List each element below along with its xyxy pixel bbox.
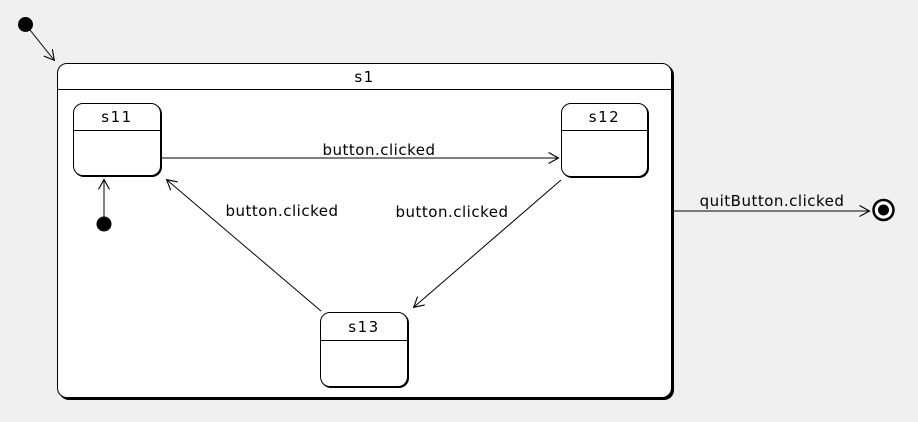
final-state-inner-dot [878,204,889,216]
state-s13-title: s13 [321,313,407,341]
transition-label-s11-s12[interactable]: button.clicked [322,141,436,159]
state-s11-title: s11 [74,104,160,131]
state-s11[interactable]: s11 [73,103,161,176]
transition-label-s12-s13[interactable]: button.clicked [395,203,509,221]
transition-s12-s13[interactable] [412,179,562,309]
state-s12-title: s12 [562,104,647,131]
final-state-marker[interactable] [872,198,895,222]
initial-state-marker-top[interactable] [18,17,56,62]
initial-state-dot-inner[interactable] [96,216,112,232]
initial-state-dot[interactable] [18,17,33,32]
state-s1-title: s1 [58,64,671,90]
initial-state-marker-s11[interactable] [96,178,112,232]
transition-s13-s11[interactable] [165,178,322,312]
initial-transition-line[interactable] [29,29,56,62]
state-s13[interactable]: s13 [320,312,408,387]
transition-label-s13-s11[interactable]: button.clicked [225,202,339,220]
state-s12[interactable]: s12 [561,103,648,177]
transition-label-quit[interactable]: quitButton.clicked [699,192,845,210]
